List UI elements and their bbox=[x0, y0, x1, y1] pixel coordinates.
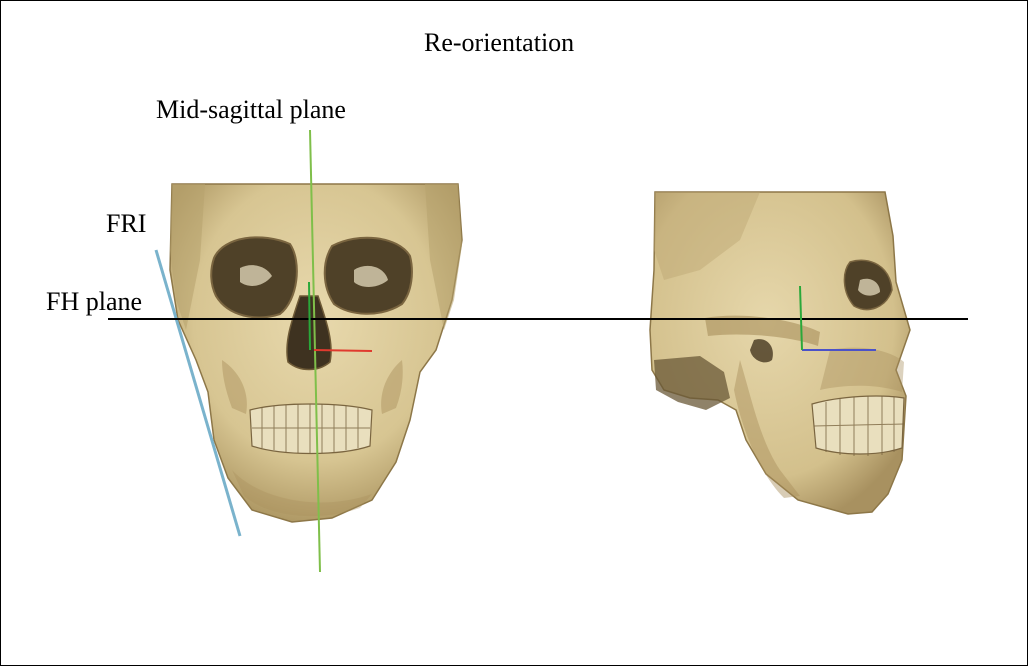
figure-title: Re-orientation bbox=[424, 30, 574, 56]
mid-sagittal-plane-label: Mid-sagittal plane bbox=[156, 97, 346, 123]
teeth-row bbox=[250, 404, 372, 454]
fri-label: FRI bbox=[106, 211, 146, 237]
lateral-skull bbox=[650, 192, 910, 514]
fh-plane-label: FH plane bbox=[46, 289, 142, 315]
